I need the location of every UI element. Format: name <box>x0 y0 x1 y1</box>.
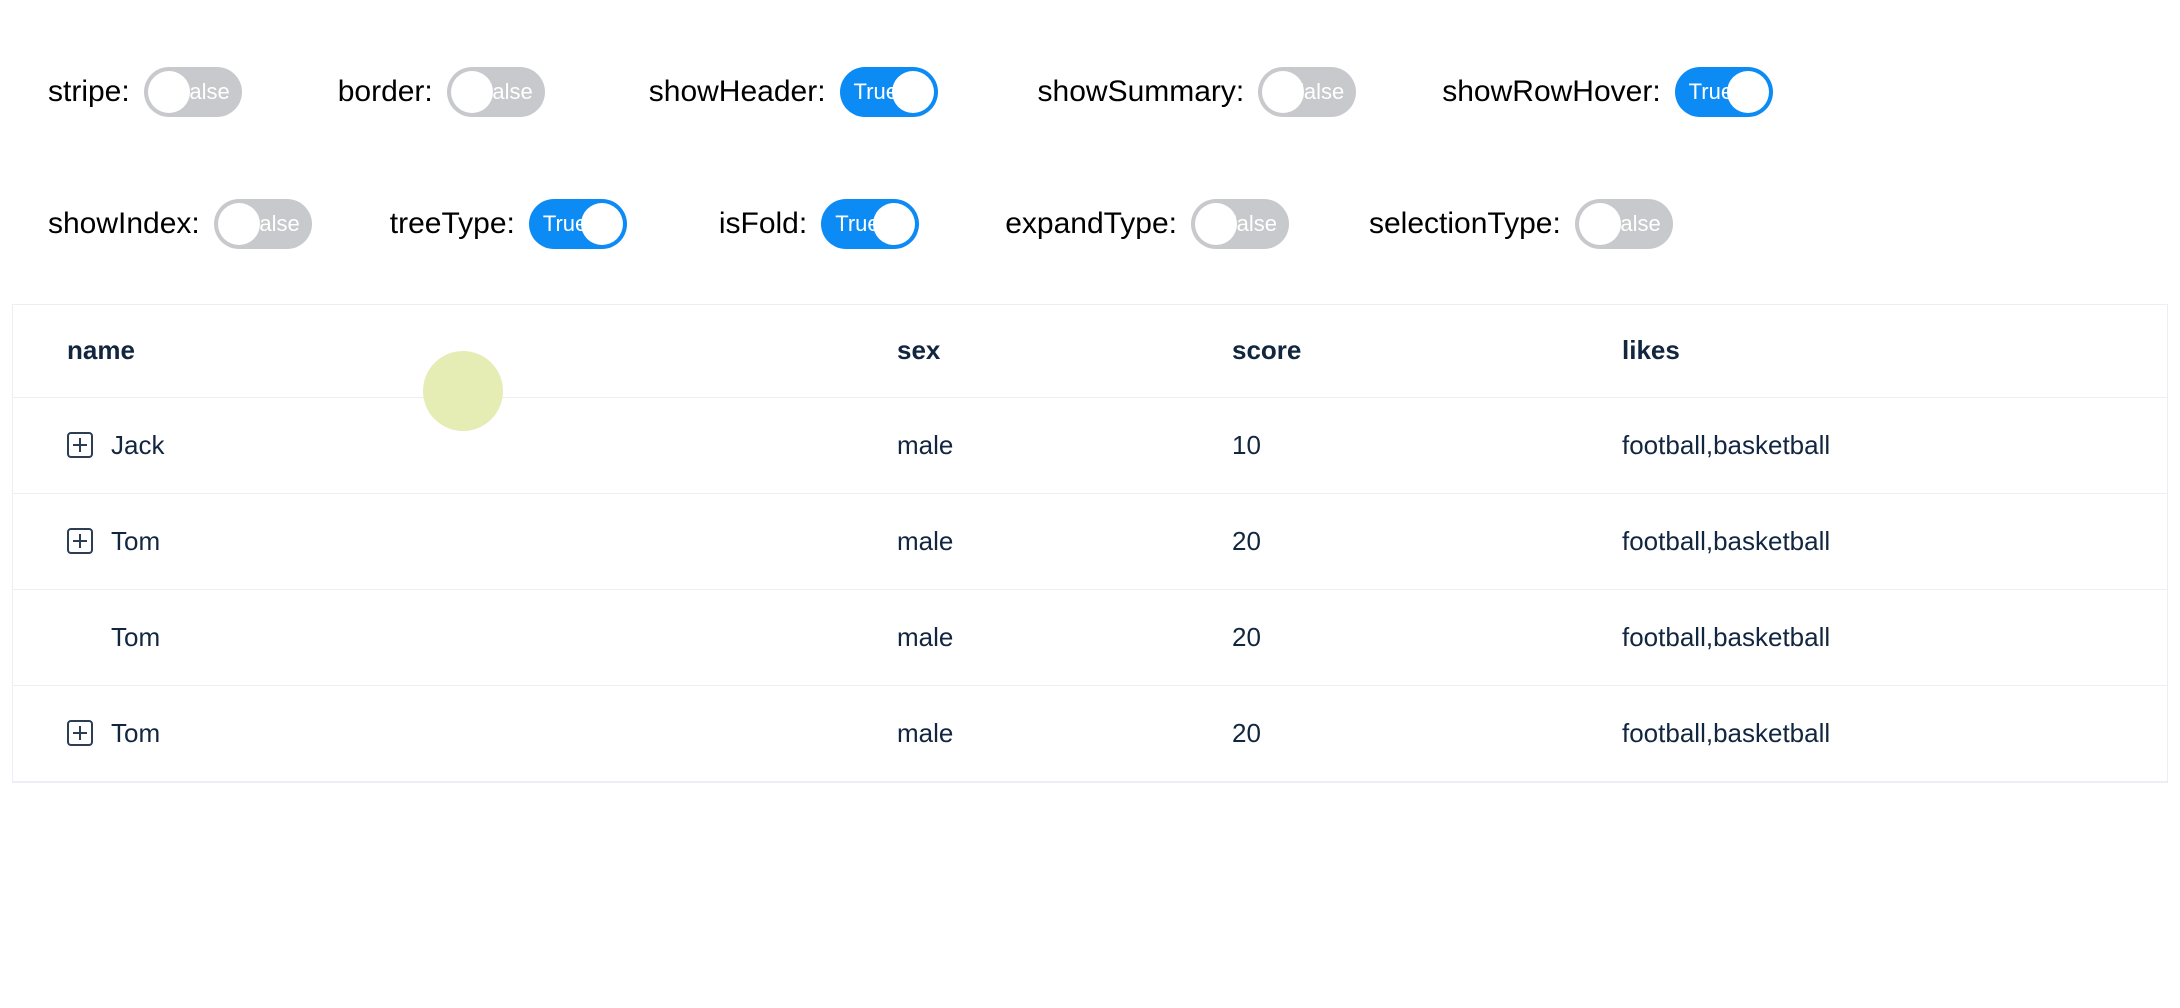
cell-name: Tom <box>13 493 843 590</box>
control-selection-type: selectionType: False <box>1369 199 1673 249</box>
switch-knob <box>217 203 260 245</box>
label-show-header: showHeader: <box>648 75 826 108</box>
row-name-text: Jack <box>111 429 165 460</box>
switch-state-text: False <box>1290 79 1345 104</box>
control-show-summary: showSummary: False <box>1038 67 1357 117</box>
control-show-index: showIndex: False <box>48 199 312 249</box>
control-row-2: showIndex: False treeType: True isFold: … <box>0 178 2180 270</box>
switch-knob <box>1578 203 1621 245</box>
expand-plus-icon[interactable] <box>67 720 93 747</box>
column-header-sex[interactable]: sex <box>843 305 1178 398</box>
control-row-1: stripe: False border: False showHeader: … <box>0 46 2180 138</box>
row-name-text: Tom <box>111 621 161 652</box>
table-row[interactable]: Tom male 20 football,basketball <box>13 493 2167 590</box>
label-show-index: showIndex: <box>48 207 200 240</box>
switch-expand-type[interactable]: False <box>1191 199 1289 249</box>
label-stripe: stripe: <box>48 75 130 108</box>
column-header-likes[interactable]: likes <box>1568 305 2167 398</box>
cell-score: 20 <box>1178 493 1568 590</box>
control-show-row-hover: showRowHover: True <box>1442 67 1773 117</box>
cell-sex: male <box>843 397 1178 494</box>
switch-show-row-hover[interactable]: True <box>1674 67 1773 117</box>
switch-stripe[interactable]: False <box>143 67 242 117</box>
cell-name: Jack <box>13 397 843 494</box>
switch-state-text: True <box>542 211 588 236</box>
data-table-container: name sex score likes Jack male 10 footba… <box>12 304 2168 783</box>
label-tree-type: treeType: <box>389 207 515 240</box>
table-header: name sex score likes <box>13 305 2167 398</box>
row-name-text: Tom <box>111 525 161 556</box>
table-row[interactable]: Jack male 10 football,basketball <box>13 397 2167 494</box>
table-row[interactable]: Tom male 20 football,basketball <box>13 589 2167 686</box>
table-row[interactable]: Tom male 20 football,basketball <box>13 685 2167 781</box>
table-header-row: name sex score likes <box>13 305 2167 398</box>
cell-sex: male <box>843 493 1178 590</box>
switch-state-text: False <box>1223 211 1277 236</box>
switch-knob <box>1262 71 1305 113</box>
switch-knob <box>891 71 934 113</box>
switch-knob <box>147 71 190 113</box>
switch-state-text: True <box>1688 79 1734 104</box>
label-show-summary: showSummary: <box>1037 75 1245 108</box>
expand-plus-icon[interactable] <box>67 528 93 554</box>
switch-state-text: False <box>478 79 533 104</box>
switch-knob <box>580 203 623 245</box>
cell-likes: football,basketball <box>1622 717 1831 748</box>
switch-state-text: False <box>245 211 300 236</box>
switch-border[interactable]: False <box>446 67 545 117</box>
expand-plus-icon[interactable] <box>67 432 93 458</box>
label-selection-type: selectionType: <box>1369 207 1561 240</box>
cell-score: 10 <box>1178 397 1568 494</box>
cell-score: 20 <box>1232 717 1261 748</box>
cell-sex: male <box>843 589 1178 686</box>
switch-show-header[interactable]: True <box>839 67 938 117</box>
data-table: name sex score likes Jack male 10 footba… <box>13 305 2167 781</box>
switch-state-text: True <box>835 211 880 236</box>
name-cell-wrapper: Tom <box>67 718 843 749</box>
switch-state-text: False <box>1606 211 1661 236</box>
label-border: border: <box>337 75 433 108</box>
switch-knob <box>873 203 916 245</box>
switch-knob <box>450 71 493 113</box>
control-tree-type: treeType: True <box>390 199 627 249</box>
switch-tree-type[interactable]: True <box>528 199 627 249</box>
column-header-score[interactable]: score <box>1178 305 1568 398</box>
cell-name: Tom <box>13 685 843 781</box>
control-stripe: stripe: False <box>48 67 242 117</box>
switch-selection-type[interactable]: False <box>1574 199 1673 249</box>
switch-state-text: True <box>853 79 898 104</box>
cell-likes: football,basketball <box>1568 589 2167 686</box>
control-expand-type: expandType: False <box>1005 199 1289 249</box>
control-is-fold: isFold: True <box>718 199 920 249</box>
name-cell-wrapper: Jack <box>67 430 843 461</box>
row-name-text: Tom <box>111 717 161 748</box>
control-border: border: False <box>338 67 545 117</box>
switch-controls-panel: stripe: False border: False showHeader: … <box>0 46 2180 270</box>
label-expand-type: expandType: <box>1005 207 1177 240</box>
switch-knob <box>1726 71 1769 113</box>
cell-score: 20 <box>1178 589 1568 686</box>
table-body: Jack male 10 football,basketball Tom mal… <box>13 397 2167 781</box>
cell-sex: male <box>897 717 954 748</box>
cell-likes: football,basketball <box>1568 397 2167 494</box>
name-cell-wrapper: Tom <box>67 622 843 653</box>
label-show-row-hover: showRowHover: <box>1442 75 1661 108</box>
control-show-header: showHeader: True <box>649 67 938 117</box>
cell-likes: football,basketball <box>1568 493 2167 590</box>
switch-show-index[interactable]: False <box>213 199 312 249</box>
column-header-name[interactable]: name <box>13 305 843 398</box>
cell-name: Tom <box>13 589 843 686</box>
switch-is-fold[interactable]: True <box>821 199 920 249</box>
switch-show-summary[interactable]: False <box>1258 67 1357 117</box>
label-is-fold: isFold: <box>718 207 808 240</box>
switch-knob <box>1195 203 1237 245</box>
name-cell-wrapper: Tom <box>67 526 843 557</box>
